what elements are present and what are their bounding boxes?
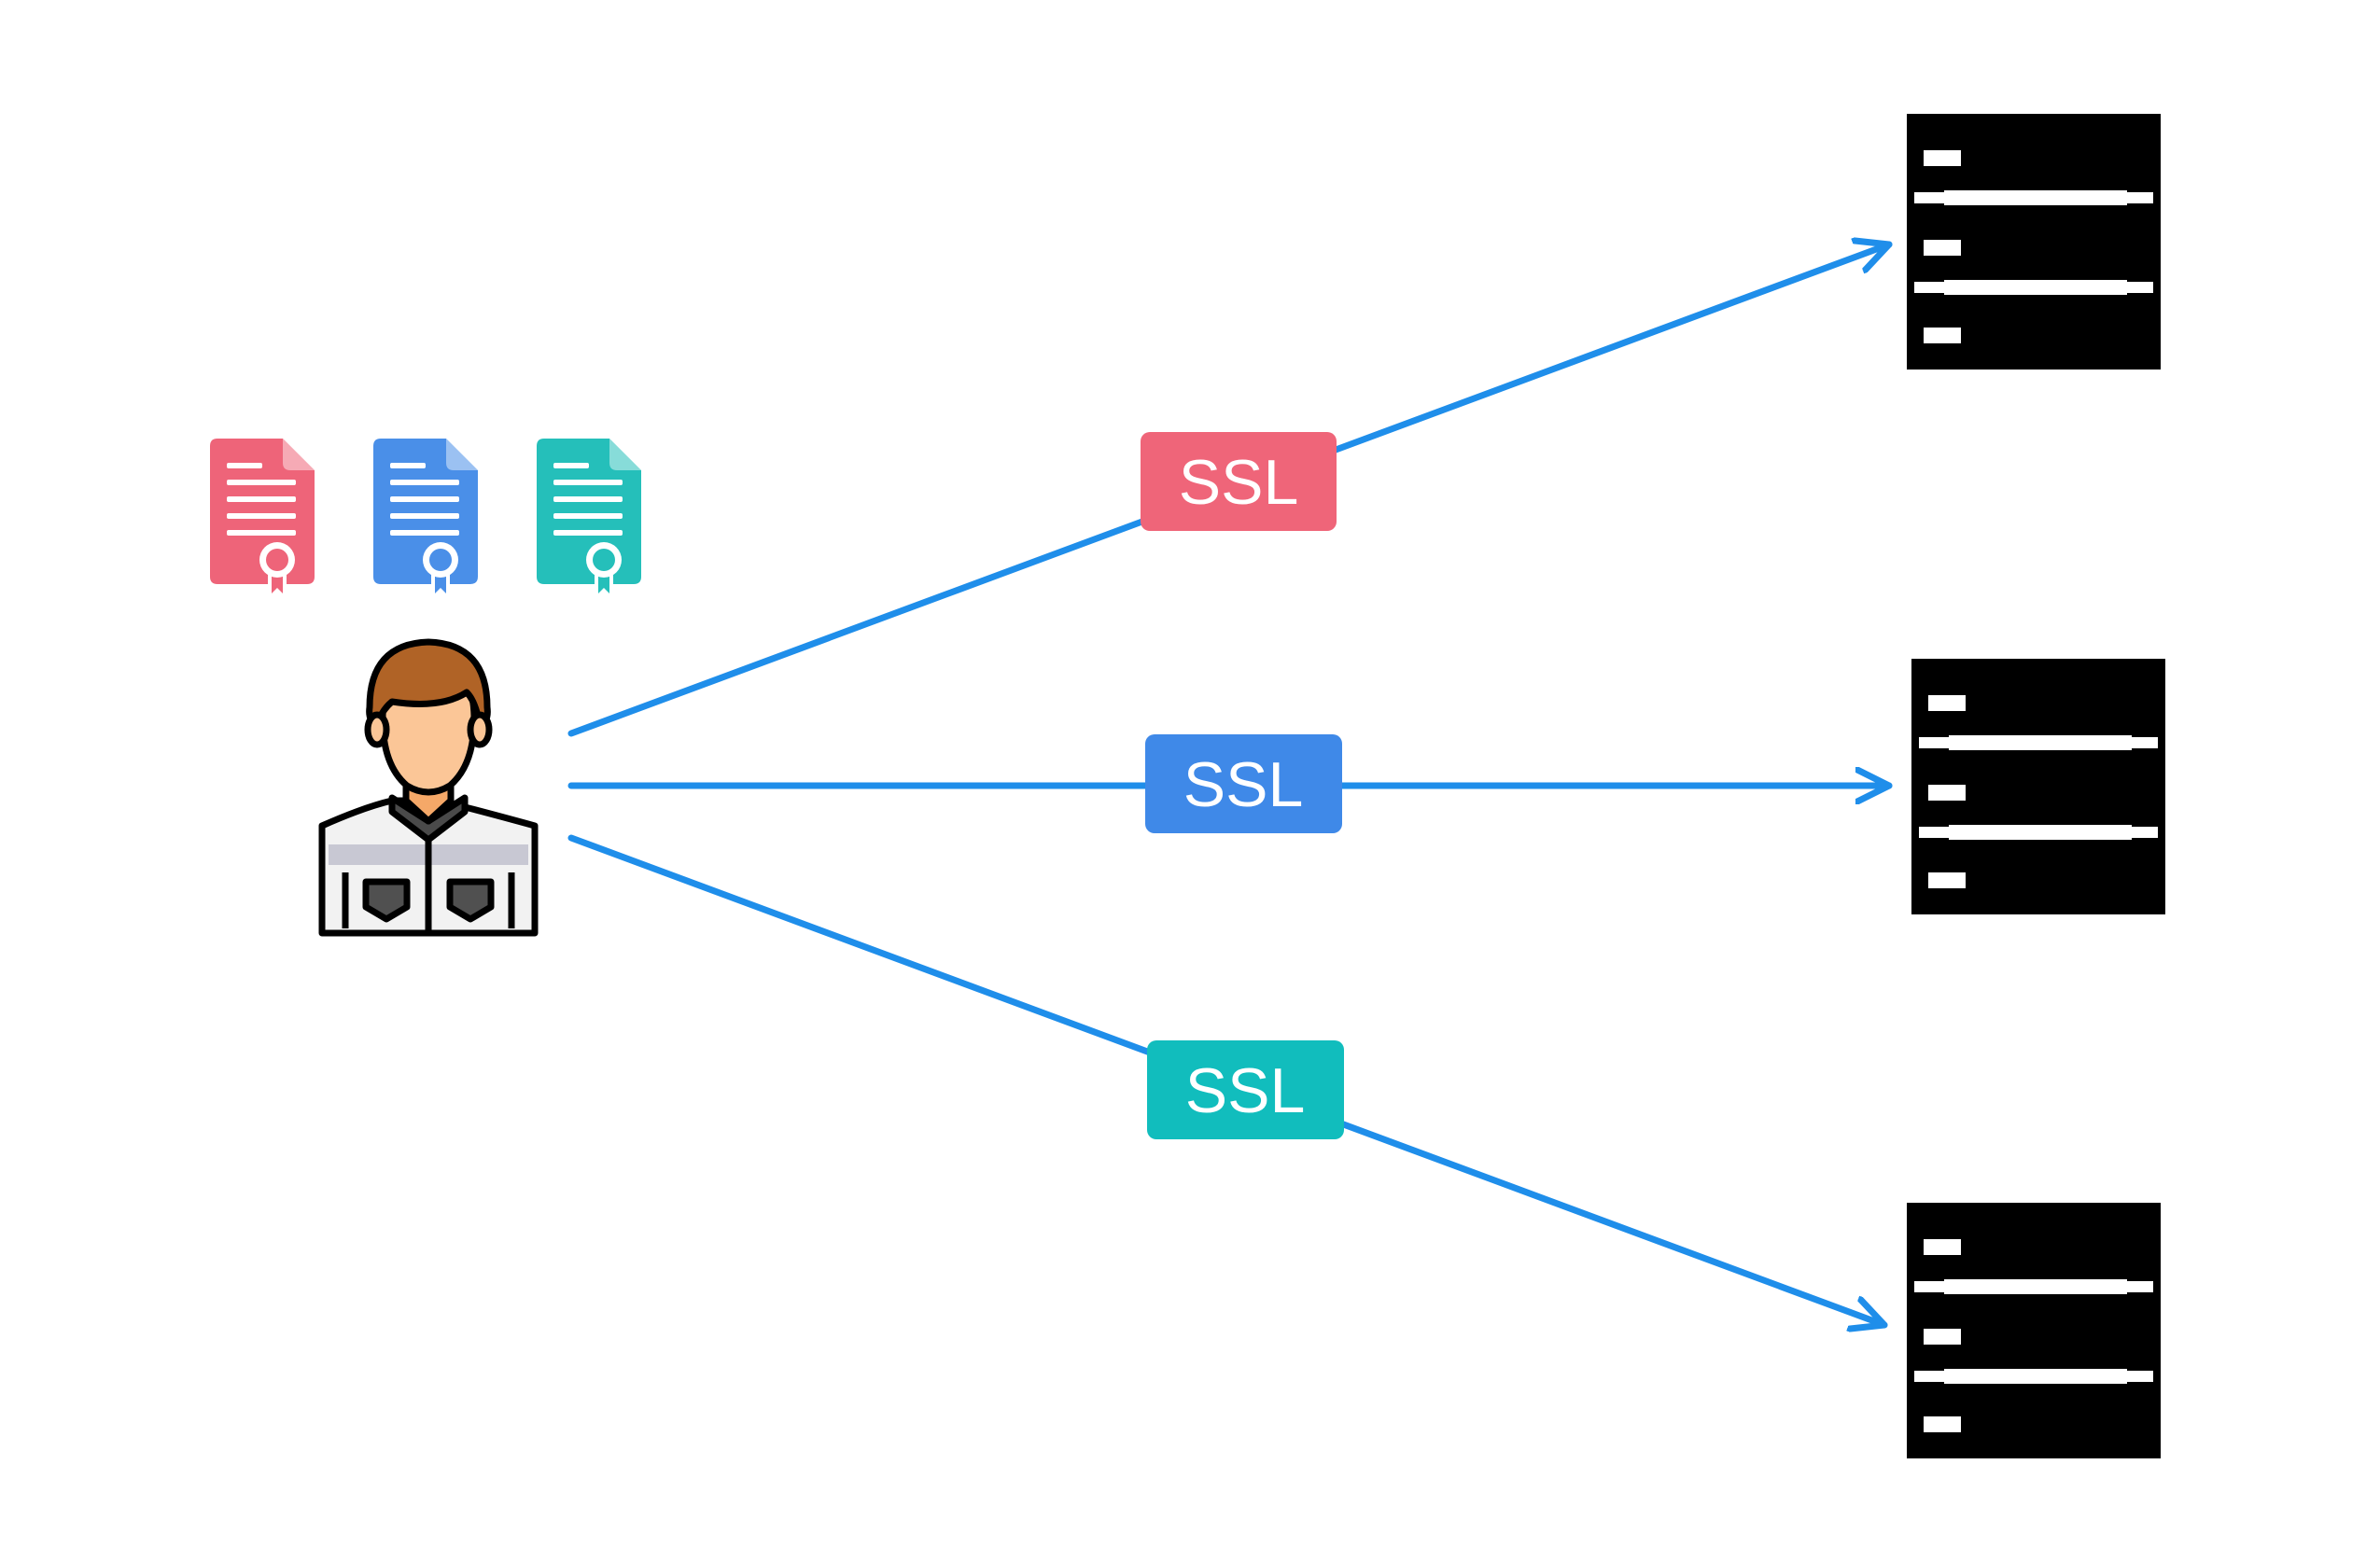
ssl-label-top: SSL <box>1179 447 1299 518</box>
ssl-badge-middle: SSL <box>1145 734 1342 833</box>
certificate-icons <box>210 439 641 603</box>
ssl-label-bottom: SSL <box>1185 1055 1306 1126</box>
servers <box>1907 114 2165 1458</box>
user-avatar-icon <box>318 638 539 937</box>
server-icon-bottom <box>1907 1203 2161 1458</box>
server-icon-middle <box>1911 659 2165 914</box>
server-icon-top <box>1907 114 2161 370</box>
certificate-icon-blue <box>373 439 478 603</box>
ssl-badge-top: SSL <box>1141 432 1337 531</box>
ssl-badge-bottom: SSL <box>1147 1040 1344 1139</box>
certificate-icon-teal <box>537 439 641 603</box>
certificate-icon-red <box>210 439 315 603</box>
ssl-label-middle: SSL <box>1183 749 1304 820</box>
